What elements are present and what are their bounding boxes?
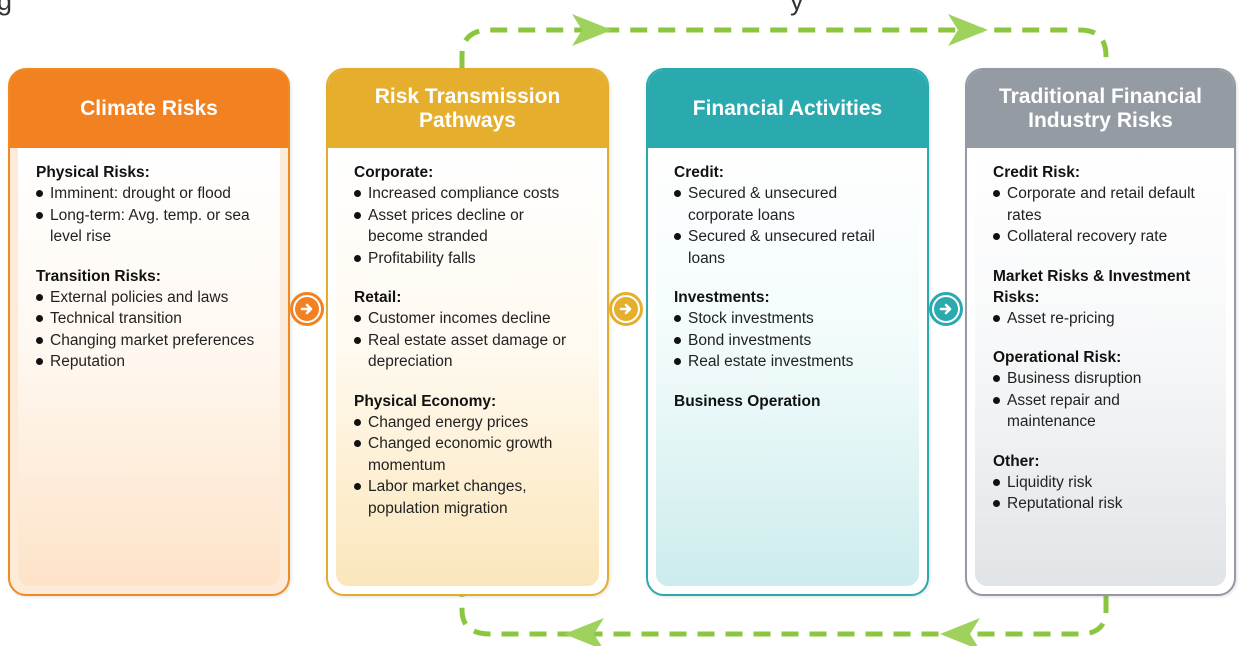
caption-fragment-right: y [790,0,804,16]
card-title: Financial Activities [648,70,927,148]
list-item: Increased compliance costs [354,183,583,205]
section-title: Market Risks & Investment Risks: [993,267,1191,306]
section-physical-risks: Physical Risks: Imminent: drought or flo… [36,162,264,248]
card-risk-transmission-pathways: Risk Transmission Pathways Corporate: In… [326,68,609,596]
feedback-loop-top-path [459,27,1109,68]
section-corporate: Corporate: Increased compliance costs As… [354,162,583,269]
section-other: Other: Liquidity risk Reputational risk [993,451,1210,515]
list-item: Stock investments [674,308,903,330]
list-item: Corporate and retail default rates [993,183,1210,226]
card-traditional-financial-industry-risks: Traditional Financial Industry Risks Cre… [965,68,1236,596]
section-market-investment-risks: Market Risks & Investment Risks: Asset r… [993,266,1210,330]
card-title: Climate Risks [10,70,288,148]
caption-fragment-left: g [0,0,13,16]
list-item: Profitability falls [354,248,583,270]
list-item: Imminent: drought or flood [36,183,264,205]
list-item: Real estate asset damage or depreciation [354,330,583,373]
section-title: Other: [993,452,1040,470]
list-item: Changed energy prices [354,412,583,434]
section-title: Physical Economy: [354,392,497,410]
list-item: Asset prices decline or become stranded [354,205,583,248]
section-credit: Credit: Secured & unsecured corporate lo… [674,162,903,269]
section-transition-risks: Transition Risks: External policies and … [36,266,264,373]
connector-arrow-icon [929,292,963,326]
section-title: Investments: [674,289,770,306]
list-item: Secured & unsecured retail loans [674,226,903,269]
card-title: Risk Transmission Pathways [328,70,607,148]
list-item: Liquidity risk [993,472,1210,494]
loop-arrow-left-icon [564,618,604,646]
section-operational-risk: Operational Risk: Business disruption As… [993,347,1210,433]
section-title: Physical Risks: [36,164,150,181]
section-physical-economy: Physical Economy: Changed energy prices … [354,391,583,520]
section-title: Business Operation [674,392,821,410]
section-retail: Retail: Customer incomes decline Real es… [354,287,583,373]
card-climate-risks: Climate Risks Physical Risks: Imminent: … [8,68,290,596]
list-item: External policies and laws [36,287,264,309]
card-title: Traditional Financial Industry Risks [967,70,1234,148]
section-title: Credit: [674,164,724,181]
section-title: Corporate: [354,164,434,181]
list-item: Bond investments [674,330,903,352]
list-item: Asset repair and maintenance [993,390,1210,433]
connector-arrow-icon [290,292,324,326]
list-item: Technical transition [36,308,264,330]
section-title: Credit Risk: [993,164,1080,181]
section-title: Operational Risk: [993,349,1122,366]
connector-arrow-icon [609,292,643,326]
loop-arrow-left-icon [940,618,980,646]
section-title: Transition Risks: [36,267,161,285]
list-item: Business disruption [993,368,1210,390]
list-item: Changed economic growth momentum [354,433,583,476]
list-item: Customer incomes decline [354,308,583,330]
card-body: Credit Risk: Corporate and retail defaul… [975,148,1226,586]
loop-arrow-right-icon [948,14,988,46]
list-item: Secured & unsecured corporate loans [674,183,903,226]
list-item: Long-term: Avg. temp. or sea level rise [36,205,264,248]
list-item: Reputational risk [993,493,1210,515]
section-credit-risk: Credit Risk: Corporate and retail defaul… [993,162,1210,248]
card-body: Corporate: Increased compliance costs As… [336,148,599,586]
list-item: Asset re-pricing [993,308,1210,330]
card-body: Physical Risks: Imminent: drought or flo… [18,148,280,586]
list-item: Changing market preferences [36,330,264,352]
card-body: Credit: Secured & unsecured corporate lo… [656,148,919,586]
list-item: Labor market changes, population migrati… [354,476,583,519]
list-item: Real estate investments [674,351,903,373]
list-item: Collateral recovery rate [993,226,1210,248]
list-item: Reputation [36,351,264,373]
card-financial-activities: Financial Activities Credit: Secured & u… [646,68,929,596]
cropped-caption: g y [0,0,1245,18]
loop-arrow-right-icon [572,14,612,46]
section-business-operation: Business Operation [674,391,903,412]
feedback-loop-bottom-path [459,596,1109,637]
section-investments: Investments: Stock investments Bond inve… [674,287,903,373]
section-title: Retail: [354,289,402,306]
